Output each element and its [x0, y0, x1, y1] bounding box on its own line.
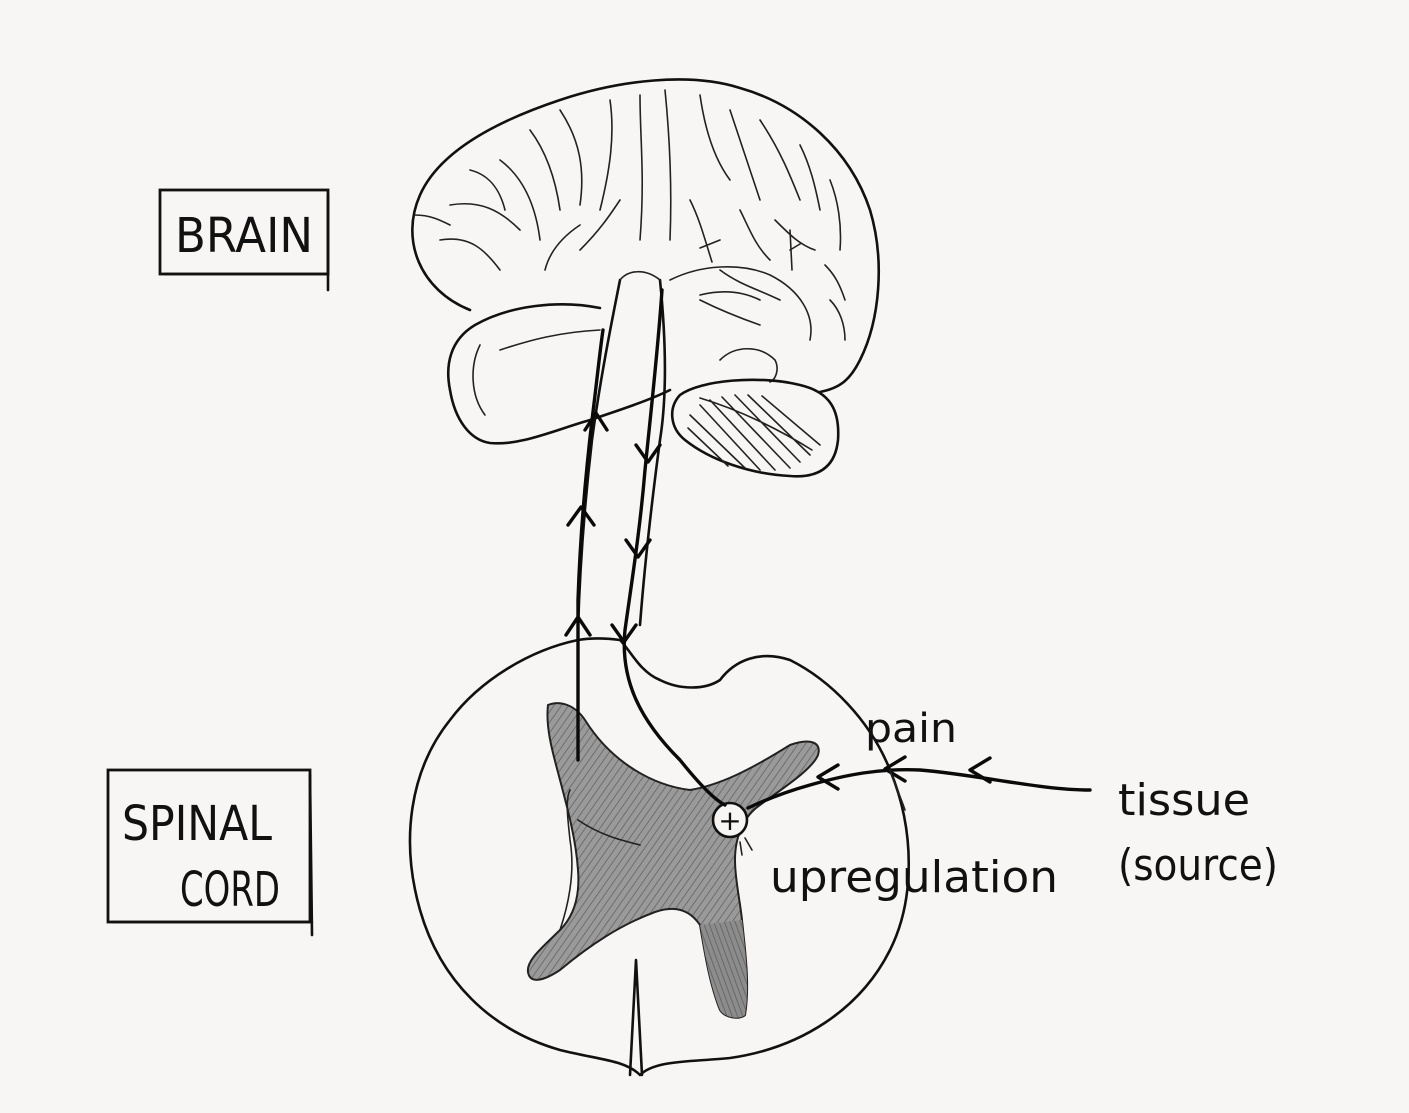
tissue-label-line1: tissue	[1118, 775, 1250, 826]
brain-label: BRAIN	[175, 208, 313, 264]
cerebrum-outline	[412, 79, 878, 392]
temporal-lobe-inner	[473, 330, 600, 415]
plus-sign: +	[718, 804, 741, 837]
temporal-lobe	[448, 304, 670, 443]
upregulation-label: upregulation	[770, 852, 1058, 903]
descending-tract	[624, 290, 725, 805]
pathways	[566, 290, 1090, 810]
gyri-lines	[415, 90, 845, 340]
spinal-cord-label-group: SPINAL CORD	[108, 770, 312, 935]
ventral-fissure	[630, 960, 642, 1075]
tissue-label-line2: (source)	[1118, 840, 1278, 891]
spinal-label-line1: SPINAL	[122, 796, 272, 852]
cerebellum-folia	[688, 395, 820, 470]
spinal-label-line2: CORD	[180, 862, 280, 918]
brain-label-group: BRAIN	[160, 190, 328, 290]
node-ticks	[740, 838, 752, 855]
brainstem-left	[578, 280, 620, 630]
pain-label: pain	[865, 706, 957, 752]
midbrain-curves	[670, 267, 811, 382]
cerebellum	[672, 380, 838, 476]
brainstem-right	[640, 280, 665, 625]
midline-curve	[620, 272, 660, 280]
